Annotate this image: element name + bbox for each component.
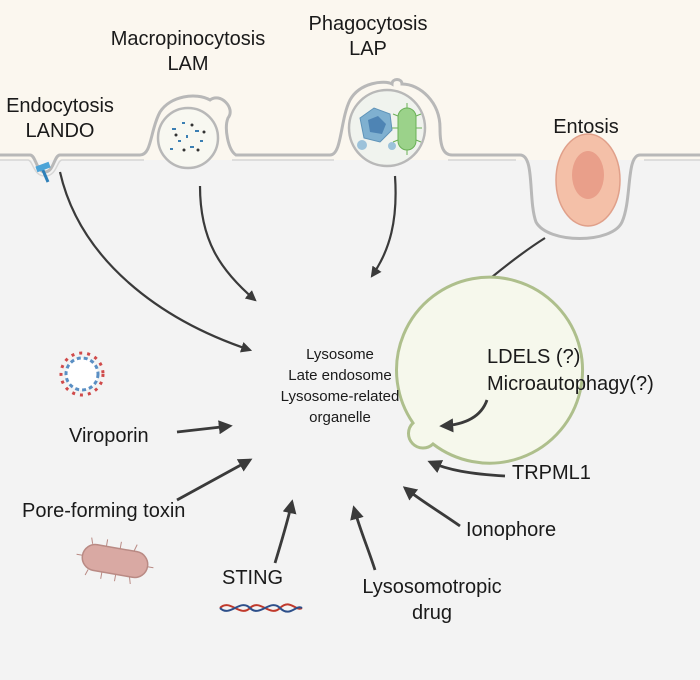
arrow-viroporin [176, 420, 233, 435]
toxin-bacterium-icon [76, 537, 154, 585]
label-lando: LANDO [26, 120, 95, 142]
arrow-phagocytosis [370, 175, 397, 278]
label-ldels: LDELS (?) [487, 346, 580, 368]
lysosome-label: Lysosome [306, 346, 374, 363]
lysosome [395, 275, 585, 465]
arrow-endocytosis [58, 171, 253, 353]
plasma-membrane [0, 78, 700, 240]
label-pore-forming-toxin: Pore-forming toxin [22, 500, 185, 522]
viroporin-icon [59, 351, 105, 397]
arrow-sting [273, 499, 297, 564]
label-microautophagy: Microautophagy(?) [487, 373, 654, 395]
lysosome-related-label: Lysosome-related [281, 388, 400, 405]
entosis-cell-icon [555, 133, 621, 227]
receptor-icon [35, 161, 51, 183]
arrow-ionophore [402, 486, 461, 528]
dna-icon [219, 603, 303, 613]
late-endosome-label: Late endosome [288, 367, 391, 384]
organelle-label: organelle [309, 409, 371, 426]
label-endocytosis: Endocytosis [6, 95, 114, 117]
label-drug: drug [412, 602, 452, 624]
arrow-trpml1 [427, 460, 506, 478]
phagosome-icon [347, 88, 427, 168]
arrow-lysosomotropic [350, 505, 377, 571]
label-lam: LAM [167, 53, 208, 75]
label-lysosomotropic: Lysosomotropic [362, 576, 501, 598]
label-phagocytosis: Phagocytosis [309, 13, 428, 35]
bacterium-icon [392, 103, 422, 155]
macropinosome-icon [156, 106, 220, 170]
label-trpml1: TRPML1 [512, 462, 591, 484]
label-sting: STING [222, 567, 283, 589]
arrow-ldels [439, 399, 489, 433]
label-macropinocytosis: Macropinocytosis [111, 28, 266, 50]
arrow-macropinocytosis [198, 185, 257, 302]
arrow-pore-toxin [176, 458, 253, 502]
label-lap: LAP [349, 38, 387, 60]
label-entosis: Entosis [553, 116, 619, 138]
label-ionophore: Ionophore [466, 519, 556, 541]
label-viroporin: Viroporin [69, 425, 149, 447]
